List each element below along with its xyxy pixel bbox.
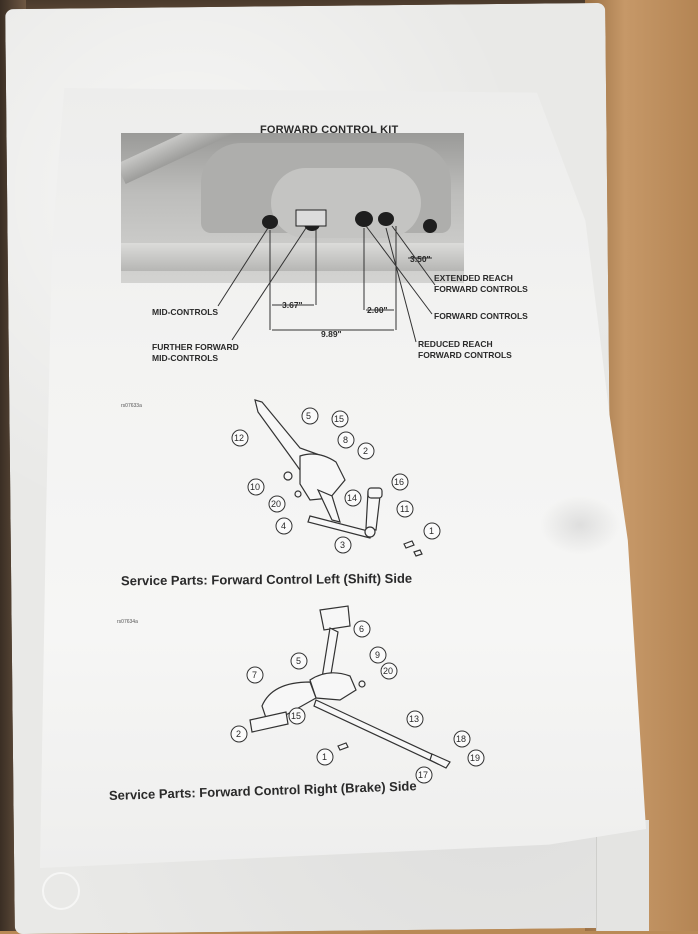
dimension-3-50: 3.50"	[410, 254, 431, 264]
label-forward-controls: FORWARD CONTROLS	[434, 311, 528, 321]
label-further-forward-2: MID-CONTROLS	[152, 353, 219, 363]
dimension-2-00: 2.00"	[367, 305, 388, 315]
callout-number: 6	[359, 624, 365, 634]
section-heading-left-shift: Service Parts: Forward Control Left (Shi…	[120, 570, 413, 589]
label-reduced-reach-1: REDUCED REACH	[418, 339, 493, 349]
callout-number: 13	[409, 714, 420, 724]
callout-number: 16	[394, 477, 405, 487]
label-further-forward-1: FURTHER FORWARD	[152, 342, 239, 352]
callout-number: 5	[296, 656, 302, 666]
callout-number: 5	[306, 411, 312, 421]
callout-number: 12	[234, 433, 245, 443]
label-extended-reach-1: EXTENDED REACH	[434, 273, 513, 283]
callout-number: 20	[271, 499, 282, 509]
leader-lines	[217, 225, 436, 343]
dimension-9-89: 9.89"	[321, 329, 342, 339]
label-extended-reach-2: FORWARD CONTROLS	[434, 284, 528, 294]
control-markers	[262, 209, 437, 233]
callout-number: 7	[252, 670, 258, 680]
callout-number: 3	[340, 540, 346, 550]
callout-number: 2	[363, 446, 369, 456]
ref-code-left: rs07633a	[121, 403, 142, 409]
callout-number: 1	[322, 752, 328, 762]
callout-number: 10	[250, 482, 261, 492]
callout-number: 20	[383, 666, 394, 676]
callout-number: 15	[291, 711, 302, 721]
label-mid-controls: MID-CONTROLS	[152, 307, 219, 317]
label-reduced-reach-2: FORWARD CONTROLS	[418, 350, 512, 360]
callout-number: 8	[343, 435, 349, 445]
callout-circles	[230, 407, 485, 784]
paper-crease	[540, 495, 620, 555]
brake-side-drawing	[249, 605, 451, 769]
callout-number: 11	[400, 504, 410, 514]
kit-title: FORWARD CONTROL KIT	[260, 124, 399, 136]
callout-number: 2	[236, 729, 242, 739]
callout-number: 4	[281, 521, 287, 531]
ref-code-right: rs07634a	[117, 619, 138, 625]
callout-number: 18	[456, 734, 467, 744]
callout-number: 14	[347, 493, 358, 503]
callout-number: 15	[334, 414, 345, 424]
callout-number: 9	[375, 650, 381, 660]
foam-packing-edge	[596, 820, 649, 931]
shift-side-drawing	[254, 399, 423, 557]
watermark-logo	[42, 872, 80, 910]
dimension-3-67: 3.67"	[282, 300, 303, 310]
callout-number: 19	[470, 753, 481, 763]
callout-number: 1	[429, 526, 435, 536]
callout-number: 17	[418, 770, 429, 780]
